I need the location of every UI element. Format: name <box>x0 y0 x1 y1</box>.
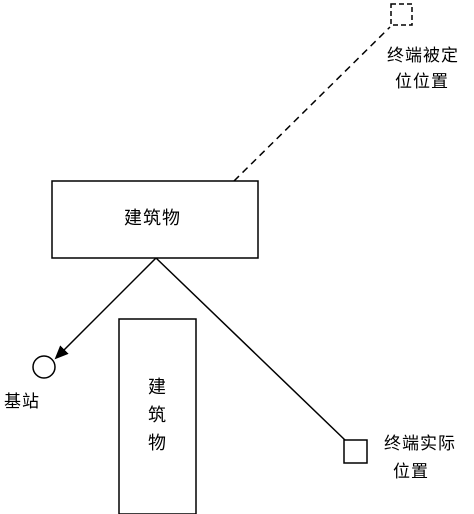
building-bottom-box <box>118 318 197 514</box>
actual-terminal-position-marker <box>343 439 368 464</box>
actual-position-label-line2: 位置 <box>393 462 429 482</box>
building-top-box <box>51 180 259 259</box>
building-bottom-char-1: 建 <box>148 377 166 398</box>
base-station-label: 基站 <box>4 392 40 412</box>
building-bottom-label: 建 筑 物 <box>145 374 169 458</box>
path-to-actual-terminal <box>155 257 346 441</box>
building-bottom-char-2: 筑 <box>148 405 166 426</box>
estimated-position-label-line2: 位位置 <box>395 72 449 92</box>
estimated-position-label-line1: 终端被定 <box>387 46 459 66</box>
building-bottom-char-3: 物 <box>148 433 166 454</box>
base-station-marker <box>32 355 56 379</box>
actual-position-label-line1: 终端实际 <box>384 434 456 454</box>
estimated-path-dashed-line <box>233 26 391 182</box>
reflection-path-to-base-station <box>54 257 157 360</box>
estimated-terminal-position-marker <box>390 3 413 26</box>
building-top-label: 建筑物 <box>124 208 181 229</box>
